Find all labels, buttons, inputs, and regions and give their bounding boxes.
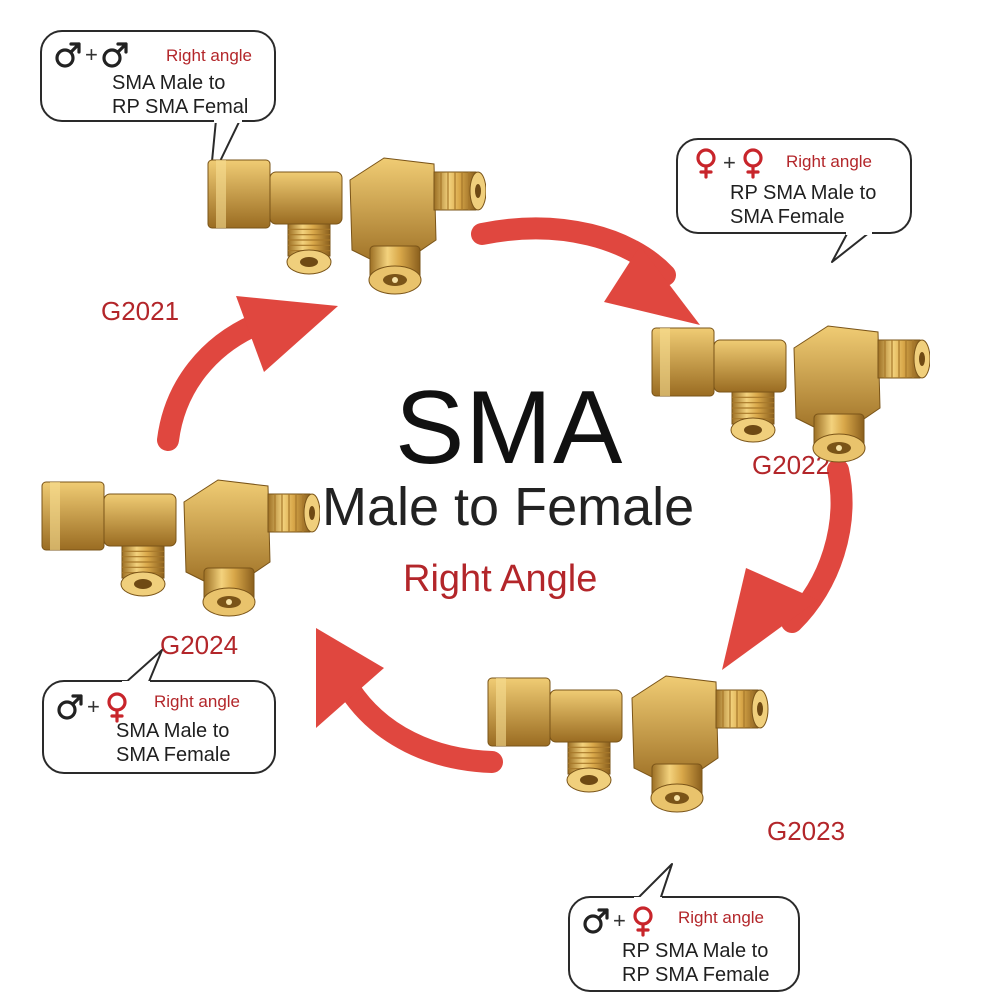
bubble-spec-line-1: SMA Male to (116, 720, 230, 742)
male-symbol-icon (56, 692, 84, 722)
spec-bubble-g2022: + Right angle RP SMA Male to SMA Female (676, 138, 912, 263)
bubble-angle-label: Right angle (166, 46, 253, 65)
male-symbol-icon (54, 40, 82, 70)
product-code-g2021: G2021 (101, 296, 180, 326)
bubble-spec-line-2: RP SMA Femal (112, 96, 249, 118)
adapter-pair-g2024 (30, 472, 320, 622)
title-subtitle: Male to Female (322, 477, 695, 537)
bubble-spec-line-2: SMA Female (116, 744, 231, 766)
female-symbol-icon (629, 906, 657, 937)
product-code-g2023: G2023 (767, 816, 846, 846)
bubble-spec-line-2: SMA Female (730, 206, 845, 228)
spec-bubble-g2024: + Right angle SMA Male to SMA Female (42, 649, 276, 774)
arrow-g2023-to-g2024 (316, 628, 503, 773)
product-code-g2022: G2022 (752, 450, 831, 480)
arrow-g2024-to-g2021 (157, 296, 338, 451)
spec-bubble-g2021: + Right angle SMA Male to RP SMA Femal (40, 30, 276, 183)
spec-bubble-g2023: + Right angle RP SMA Male to RP SMA Fema… (568, 863, 800, 992)
bubble-spec-line-2: RP SMA Female (622, 964, 770, 986)
adapter-pair-g2021 (196, 150, 486, 300)
female-symbol-icon (103, 692, 131, 723)
title-main: SMA (395, 370, 624, 486)
bubble-angle-label: Right angle (678, 908, 765, 927)
bubble-angle-label: Right angle (786, 152, 873, 171)
male-symbol-icon (582, 906, 610, 936)
female-symbol-icon (739, 148, 767, 179)
arrow-g2021-to-g2022 (471, 217, 700, 325)
adapter-pair-g2023 (476, 668, 776, 818)
bubble-spec-line-1: RP SMA Male to (622, 940, 769, 962)
male-symbol-icon (101, 40, 129, 70)
adapter-pair-g2022 (640, 318, 930, 468)
product-code-g2024: G2024 (160, 630, 239, 660)
bubble-spec-line-1: RP SMA Male to (730, 182, 877, 204)
title-right-angle: Right Angle (403, 558, 598, 600)
arrow-g2022-to-g2023 (722, 459, 853, 670)
female-symbol-icon (692, 148, 720, 179)
bubble-angle-label: Right angle (154, 692, 241, 711)
bubble-spec-line-1: SMA Male to (112, 72, 226, 94)
